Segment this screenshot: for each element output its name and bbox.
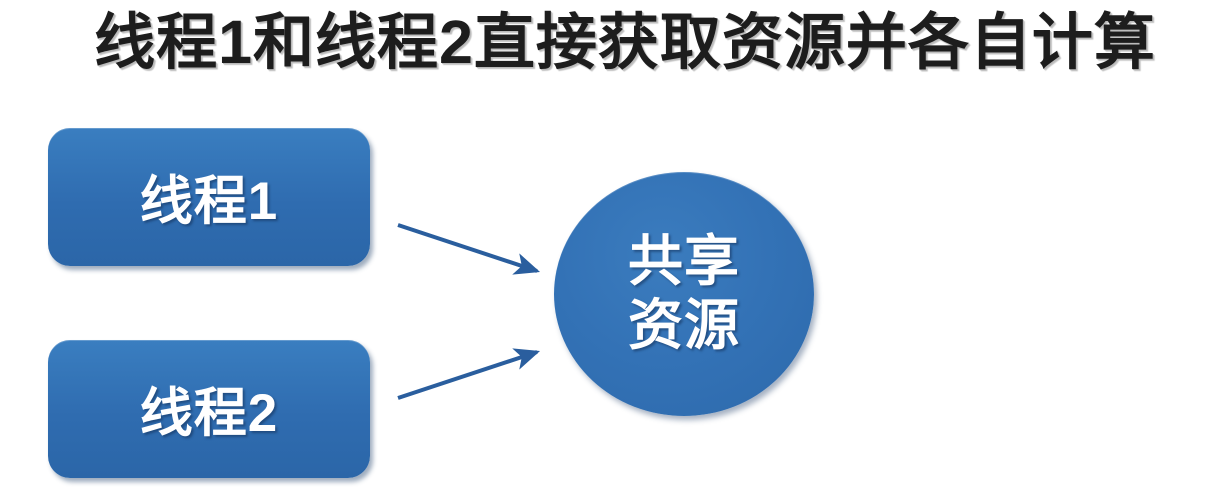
node-thread1[interactable]: 线程1: [48, 128, 370, 266]
page-title: 线程1和线程2直接获取资源并各自计算: [94, 8, 1156, 77]
node-thread1-label: 线程1: [139, 172, 279, 231]
arrow-thread2-to-resource: [397, 348, 541, 400]
node-shared-resource[interactable]: 共享 资源: [554, 172, 814, 416]
node-shared-resource-label-line1: 共享: [627, 230, 740, 293]
arrow-thread1-to-resource: [397, 223, 541, 275]
node-thread2-label: 线程2: [139, 384, 279, 443]
node-shared-resource-label-line2: 资源: [627, 294, 740, 356]
node-thread2[interactable]: 线程2: [48, 340, 370, 478]
